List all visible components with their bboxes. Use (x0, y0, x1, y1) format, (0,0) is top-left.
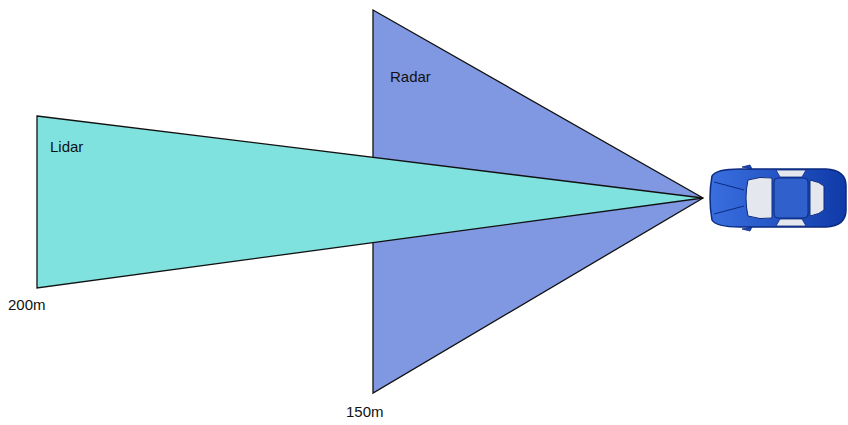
cone-outline (37, 116, 703, 288)
car-illustration (710, 165, 846, 231)
sensor-name: Lidar (50, 138, 83, 156)
car-roof (774, 178, 808, 218)
car-side-window (776, 170, 806, 226)
sensor-name: Radar (390, 68, 431, 86)
car-body (710, 169, 846, 227)
range-dimension: 200m (8, 296, 46, 314)
car-mirror (742, 165, 752, 231)
car-windshield (746, 177, 772, 218)
car-hood-line (714, 182, 744, 214)
car-rear-window (810, 180, 824, 216)
cone-shape (37, 116, 703, 288)
range-dimension: 150m (346, 403, 384, 421)
lidar-range-cone: Lidar (37, 116, 703, 288)
